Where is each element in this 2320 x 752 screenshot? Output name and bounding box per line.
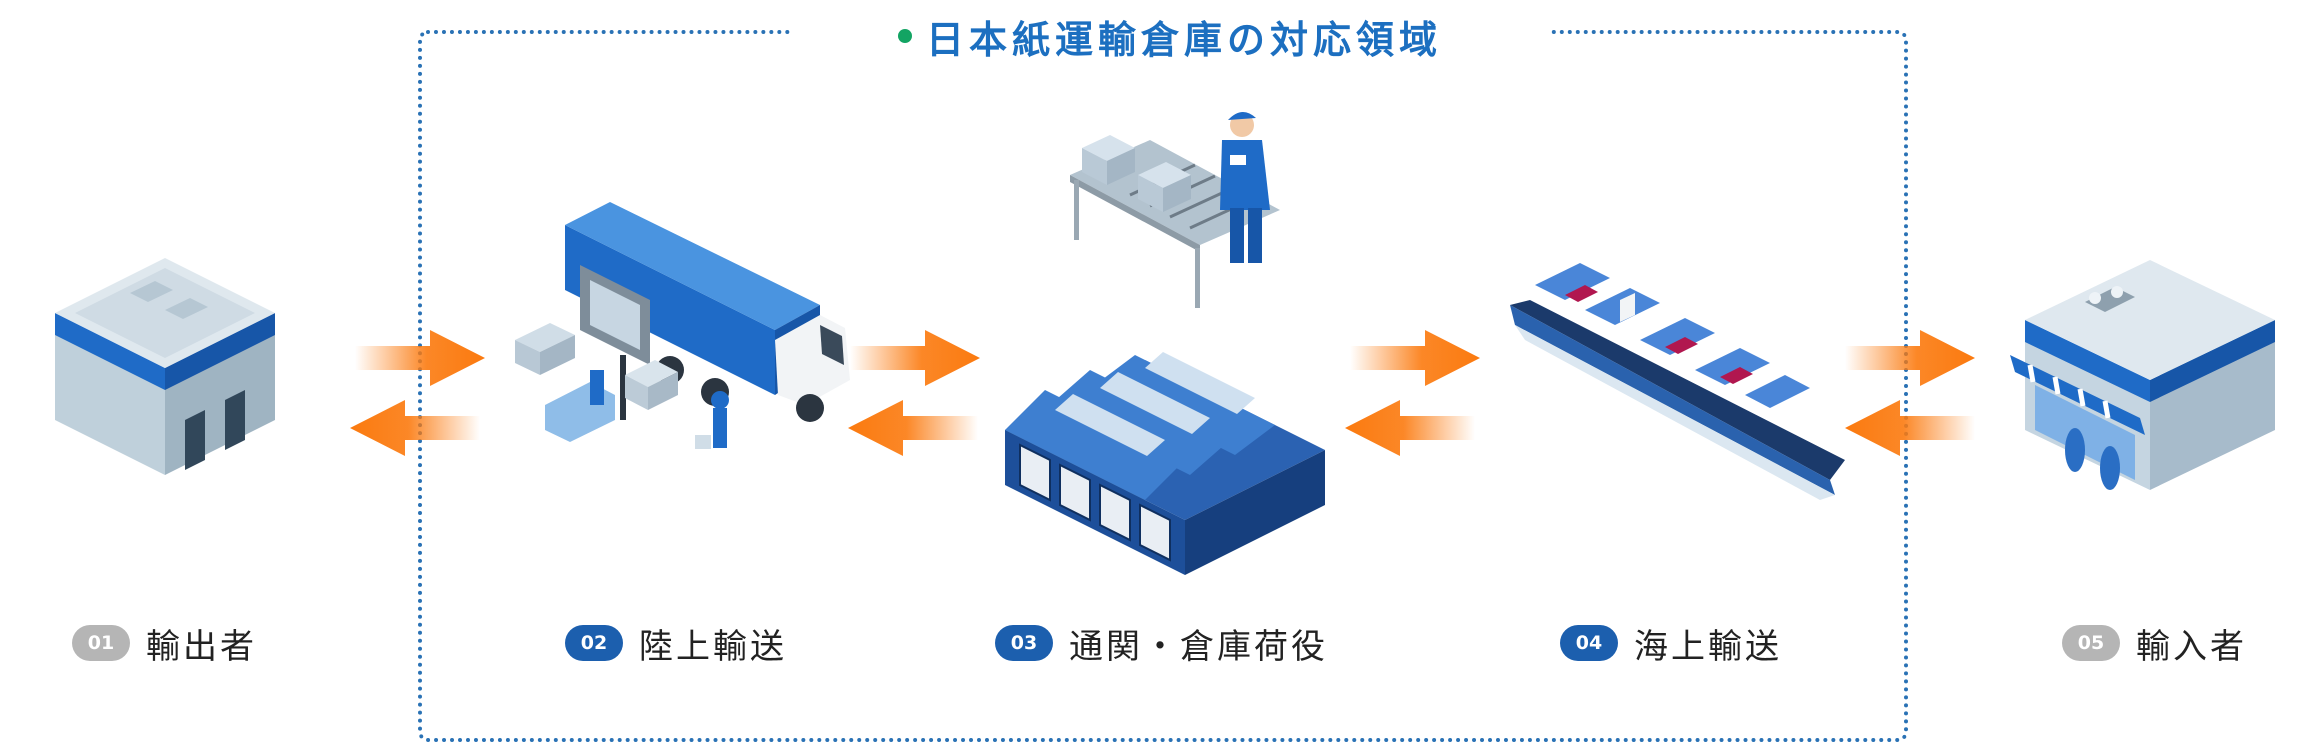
step-label-text: 陸上輸送 bbox=[639, 626, 787, 667]
step-label-text: 輸出者 bbox=[146, 626, 257, 667]
step-number-badge: 02 bbox=[565, 625, 623, 661]
step-label-05: 05 輸入者 bbox=[2062, 620, 2247, 667]
step-label-text: 通関・倉庫荷役 bbox=[1069, 626, 1328, 667]
arrow-right-02-03 bbox=[850, 330, 980, 386]
exporter-building-icon bbox=[55, 258, 275, 475]
container-ship-icon bbox=[1510, 263, 1845, 500]
step-label-02: 02 陸上輸送 bbox=[565, 620, 787, 667]
step-label-03: 03 通関・倉庫荷役 bbox=[995, 620, 1328, 667]
step-number-badge: 01 bbox=[72, 625, 130, 661]
step-number-badge: 05 bbox=[2062, 625, 2120, 661]
warehouse-icon bbox=[1005, 352, 1325, 575]
importer-store-icon bbox=[2010, 260, 2275, 490]
step-number-badge: 03 bbox=[995, 625, 1053, 661]
title-dot-icon bbox=[897, 29, 912, 43]
arrow-right-01-02 bbox=[355, 330, 485, 386]
arrow-left-03-02 bbox=[848, 400, 978, 456]
arrow-right-03-04 bbox=[1350, 330, 1480, 386]
step-label-text: 海上輸送 bbox=[1634, 626, 1782, 667]
conveyor-worker-icon bbox=[1070, 111, 1280, 308]
arrow-right-04-05 bbox=[1845, 330, 1975, 386]
step-label-01: 01 輸出者 bbox=[72, 620, 257, 667]
step-label-text: 輸入者 bbox=[2136, 626, 2247, 667]
step-label-04: 04 海上輸送 bbox=[1560, 620, 1782, 667]
step-number-badge: 04 bbox=[1560, 625, 1618, 661]
arrow-left-04-03 bbox=[1345, 400, 1475, 456]
arrow-left-05-04 bbox=[1845, 400, 1975, 456]
arrow-left-02-01 bbox=[350, 400, 480, 456]
coverage-title: 日本紙運輸倉庫の対応領域 bbox=[790, 8, 1550, 64]
truck-forklift-icon bbox=[515, 202, 850, 449]
coverage-title-text: 日本紙運輸倉庫の対応領域 bbox=[925, 17, 1442, 62]
